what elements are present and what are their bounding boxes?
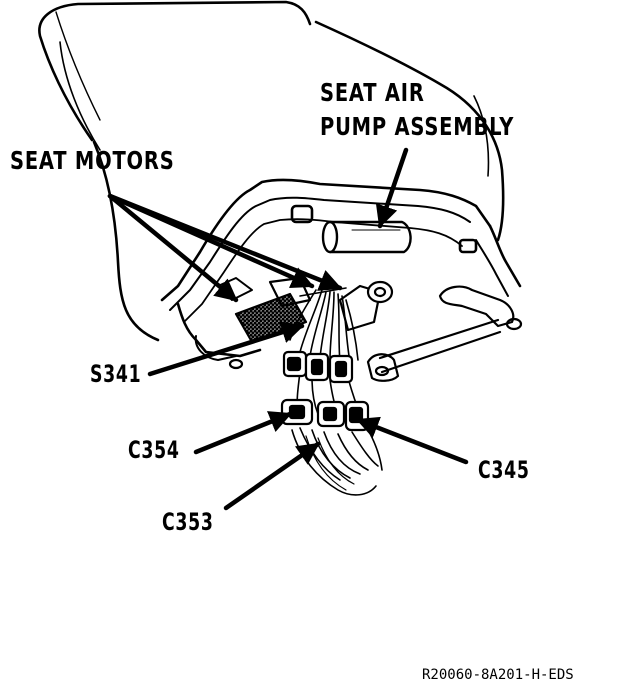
arrow-seat-motor-1 xyxy=(107,193,239,303)
c353-label: C353 xyxy=(162,508,214,536)
s341-label: S341 xyxy=(90,360,142,388)
connectors-lower xyxy=(280,398,370,432)
c354-label: C354 xyxy=(128,436,180,464)
seat-air-label-line1: SEAT AIR xyxy=(320,78,425,107)
seat-motors-label: SEAT MOTORS xyxy=(10,146,175,175)
seat-cushion xyxy=(314,20,505,242)
arrow-c345 xyxy=(355,416,469,465)
arrow-c353 xyxy=(223,441,321,511)
arrow-seat-motor-3 xyxy=(107,193,343,291)
c345-label: C345 xyxy=(478,456,530,484)
seat-track-bracket xyxy=(194,285,523,382)
seat-air-label-line2: PUMP ASSEMBLY xyxy=(320,112,515,141)
connectors-upper xyxy=(282,350,354,384)
leader-arrows xyxy=(107,147,469,511)
arrow-s341 xyxy=(147,321,305,377)
seat-frame xyxy=(160,178,522,358)
arrow-air-pump xyxy=(375,147,409,229)
arrow-c354 xyxy=(193,411,293,455)
figure-code: R20060-8A201-H-EDS xyxy=(422,667,574,683)
seat-back xyxy=(38,0,312,342)
seat-air-pump xyxy=(321,220,412,254)
seat-motors xyxy=(234,276,394,344)
